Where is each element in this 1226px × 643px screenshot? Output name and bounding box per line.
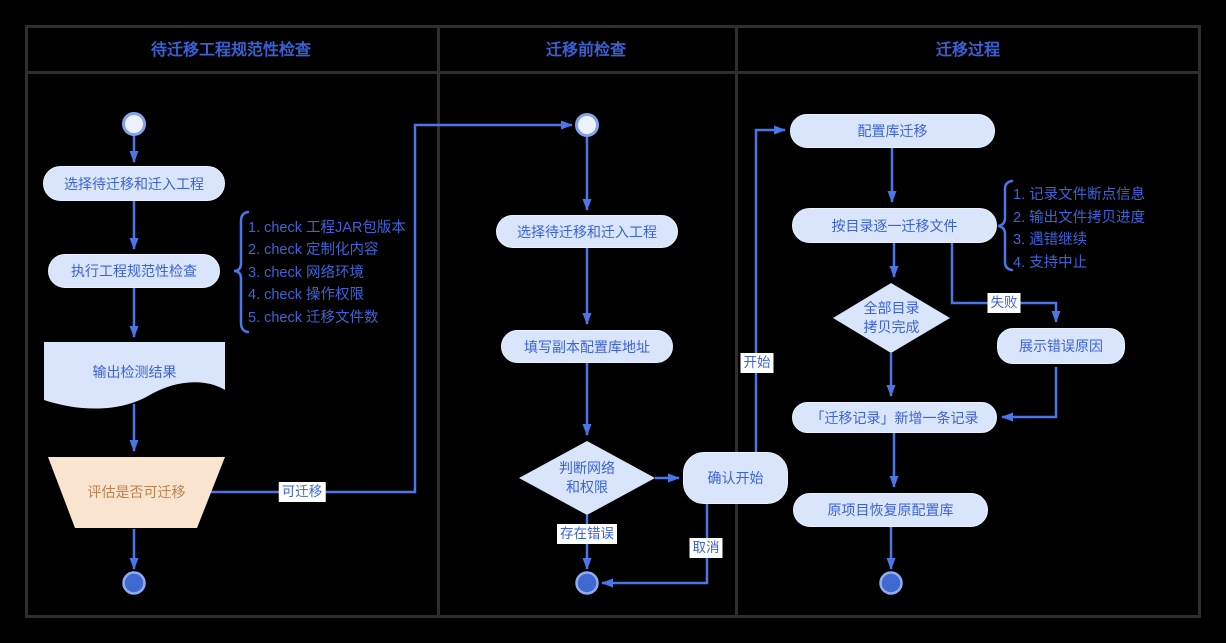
decision-diamond-network — [519, 441, 655, 515]
edge-start-migration — [754, 125, 786, 452]
note-list-item: 3. 遇错继续 — [1013, 232, 1088, 249]
node-fill-address: 填写副本配置库地址 — [501, 330, 673, 363]
decision-diamond-copied — [833, 283, 950, 353]
trapezoid-shape — [48, 457, 225, 528]
edge-error-to-record — [1001, 367, 1058, 422]
node-select-projects-1: 选择待迁移和迁入工程 — [43, 166, 225, 201]
all-copied-line1: 全部目录 — [863, 300, 920, 316]
note-list-item: 4. 支持中止 — [1013, 255, 1088, 272]
edge-label-can-migrate: 可迁移 — [278, 482, 326, 502]
check-list: 1. check 工程JAR包版本 2. check 定制化内容 3. chec… — [248, 217, 406, 329]
end-node-3 — [879, 571, 903, 595]
document-shape — [44, 342, 225, 409]
edge-label-has-error: 存在错误 — [557, 524, 617, 544]
end-node-2 — [575, 571, 599, 595]
all-copied-line2: 拷贝完成 — [863, 319, 920, 335]
node-restore-project: 原项目恢复原配置库 — [793, 493, 988, 527]
edge-label-start: 开始 — [740, 353, 774, 373]
lane-divider-2 — [735, 25, 738, 618]
judge-network-line1: 判断网络 — [559, 460, 615, 476]
start-node-1 — [122, 112, 146, 136]
node-migrate-files: 按目录逐一迁移文件 — [792, 208, 997, 243]
node-exec-check: 执行工程规范性检查 — [48, 254, 220, 288]
node-evaluate-label: 评估是否可迁移 — [87, 484, 186, 500]
edge-label-cancel: 取消 — [689, 538, 723, 558]
brace-note-list — [997, 179, 1014, 272]
end-node-1 — [122, 571, 146, 595]
lane-header-premigrate: 迁移前检查 — [545, 42, 626, 59]
check-list-item: 2. check 定制化内容 — [248, 242, 379, 259]
edge-cancel — [601, 504, 709, 588]
check-list-item: 1. check 工程JAR包版本 — [248, 220, 406, 236]
node-all-copied-label: 全部目录 拷贝完成 — [831, 296, 952, 340]
lane-divider-1 — [437, 25, 440, 618]
start-node-2 — [575, 113, 599, 137]
note-list-item: 2. 输出文件拷贝进度 — [1013, 209, 1146, 226]
edge-label-fail: 失败 — [987, 293, 1021, 313]
node-judge-network-label: 判断网络 和权限 — [519, 456, 655, 500]
lane-header-process: 迁移过程 — [935, 42, 1000, 59]
note-list-item: 1. 记录文件断点信息 — [1013, 187, 1146, 203]
check-list-item: 4. check 操作权限 — [248, 287, 365, 304]
node-select-projects-2: 选择待迁移和迁入工程 — [496, 215, 678, 248]
brace-check-list — [233, 210, 250, 334]
check-list-item: 3. check 网络环境 — [248, 264, 365, 281]
swimlane-frame — [25, 25, 1201, 618]
lane-header-precheck: 待迁移工程规范性检查 — [150, 42, 311, 59]
node-config-migrate: 配置库迁移 — [790, 114, 995, 148]
node-output-result-label: 输出检测结果 — [92, 364, 177, 380]
node-confirm-start: 确认开始 — [683, 452, 788, 504]
header-divider — [25, 71, 1201, 74]
node-show-error: 展示错误原因 — [997, 328, 1125, 364]
node-add-record: 「迁移记录」新增一条记录 — [792, 402, 997, 433]
check-list-item: 5. check 迁移文件数 — [248, 309, 379, 326]
judge-network-line2: 和权限 — [566, 479, 608, 495]
note-list: 1. 记录文件断点信息 2. 输出文件拷贝进度 3. 遇错继续 4. 支持中止 — [1013, 184, 1145, 275]
